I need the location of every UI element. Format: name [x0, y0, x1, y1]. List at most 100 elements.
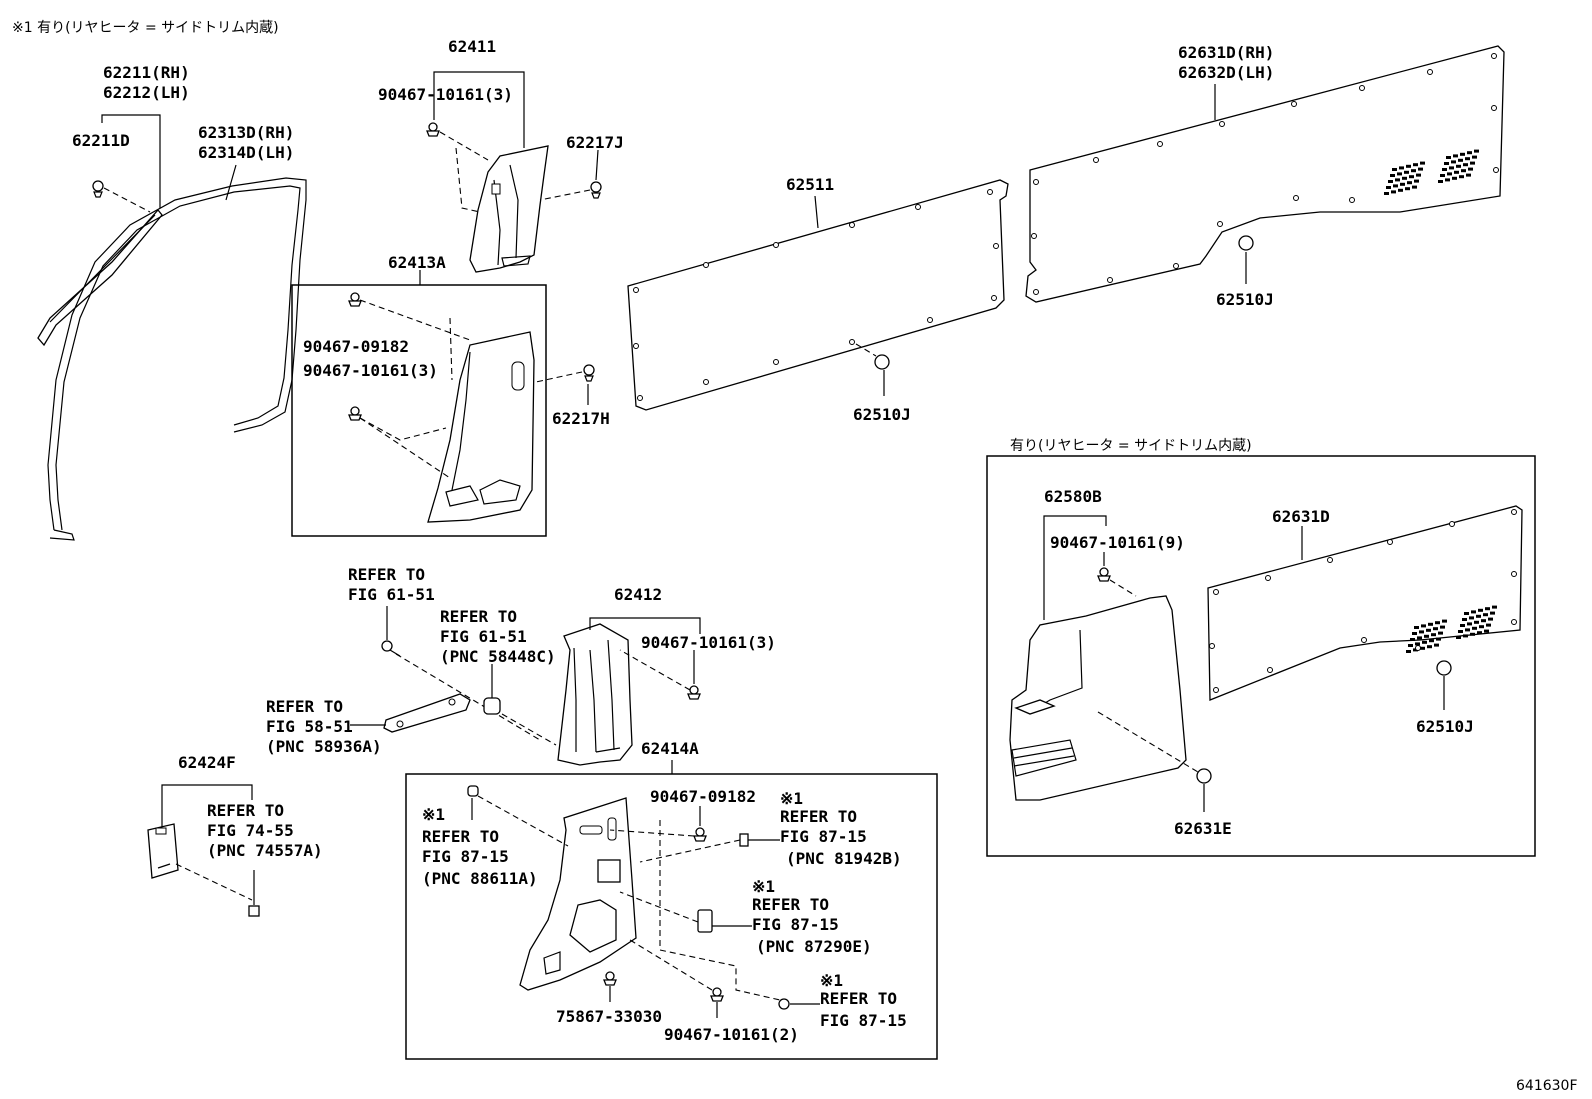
vent-slot [1478, 608, 1483, 612]
door-opening-trim-weatherstrip[interactable] [47, 177, 307, 541]
vent-slot [1428, 622, 1433, 626]
label-ref3-line2: FIG 58-51 [266, 717, 353, 736]
vent-slot [1407, 181, 1412, 185]
quarter-pillar-garnish[interactable] [557, 623, 633, 766]
label-ref8-line1: REFER TO [820, 989, 897, 1008]
vent-slot [1471, 610, 1476, 614]
vent-slot [1434, 643, 1439, 647]
refer-part-bushing[interactable] [483, 697, 501, 715]
cover-62424F[interactable] [147, 823, 179, 879]
clip-62211D[interactable] [92, 180, 104, 198]
vent-slot [1417, 636, 1422, 640]
mounting-hole [1511, 571, 1517, 577]
mounting-hole [703, 262, 709, 268]
label-screw-90467-10161-a: 90467-10161(3) [378, 85, 513, 104]
label-ref2-line3: (PNC 58448C) [440, 647, 556, 666]
leader-62411 [433, 71, 525, 148]
label-62414A: 62414A [641, 739, 699, 758]
vent-slot [1413, 648, 1418, 652]
rear-heater-duct-cover[interactable] [1009, 595, 1187, 801]
screw-90467-10161-a[interactable] [426, 122, 440, 137]
quarter-pillar-lower-garnish[interactable] [519, 797, 637, 991]
vent-slot [1468, 167, 1473, 171]
quarter-trim-panel[interactable] [627, 179, 1009, 411]
screw-90467-09182-a[interactable] [348, 292, 362, 307]
vent-slot [1490, 611, 1495, 615]
vent-slot [1442, 619, 1447, 623]
label-62631D-rh: 62631D(RH) [1178, 43, 1274, 62]
vent-slot [1438, 631, 1443, 635]
vent-slot [1414, 626, 1419, 629]
vent-slot [1438, 180, 1443, 183]
vent-slot [1453, 154, 1458, 158]
box-62413A [291, 284, 547, 537]
clip-62217J[interactable] [590, 181, 602, 199]
vent-slot [1391, 190, 1396, 194]
vent-slot [1424, 634, 1429, 638]
vent-slot [1449, 166, 1454, 170]
refer-part-74557A[interactable] [248, 905, 260, 917]
screw-90467-10161-e[interactable] [1097, 567, 1111, 582]
center-pillar-lower-garnish[interactable] [427, 331, 535, 523]
vent-slot [1462, 618, 1467, 621]
screw-90467-09182-b[interactable] [693, 827, 707, 842]
clip-62631E[interactable] [1196, 768, 1212, 784]
mounting-hole [1427, 69, 1433, 75]
label-ref4-line2: FIG 74-55 [207, 821, 294, 840]
vent-slot [1488, 617, 1493, 621]
label-screw-90467-09182-b: 90467-09182 [650, 787, 756, 806]
label-62510J-b: 62510J [1216, 290, 1274, 309]
vent-slot [1408, 644, 1413, 647]
rear-side-trim-panel-heater[interactable] [1207, 505, 1523, 701]
vent-slot [1463, 163, 1468, 167]
mounting-hole [1173, 263, 1179, 269]
label-ref5-line2: FIG 87-15 [422, 847, 509, 866]
mounting-hole [1033, 179, 1039, 185]
screw-90467-10161-d[interactable] [710, 987, 724, 1002]
label-screw-90467-10161-d: 90467-10161(2) [664, 1025, 799, 1044]
screw-75867-33030[interactable] [603, 971, 617, 986]
screw-90467-10161-c[interactable] [687, 685, 701, 700]
clip-62510J-a[interactable] [874, 354, 890, 370]
vent-slots [1384, 149, 1479, 195]
vent-slot [1406, 650, 1411, 653]
vent-slot [1397, 172, 1402, 176]
refer-part-88611A[interactable] [467, 785, 479, 797]
vent-slot [1474, 620, 1479, 624]
vent-slot [1456, 164, 1461, 168]
mounting-hole [1293, 195, 1299, 201]
label-62413A: 62413A [388, 253, 446, 272]
rear-side-trim-panel[interactable] [1025, 45, 1505, 303]
refer-part-bolt[interactable] [381, 640, 401, 657]
mounting-hole [1491, 53, 1497, 59]
label-ref7-line1: REFER TO [752, 895, 829, 914]
vent-slot [1470, 632, 1475, 636]
mounting-hole [991, 295, 997, 301]
clip-62217H[interactable] [583, 364, 595, 382]
vent-slot [1412, 632, 1417, 635]
vent-slot [1467, 622, 1472, 626]
vent-slot [1476, 614, 1481, 618]
clip-62510J-c[interactable] [1436, 660, 1452, 676]
vent-slot [1420, 646, 1425, 650]
clip-62510J-b[interactable] [1238, 235, 1254, 251]
note-rear-heater: ※1 有り(リヤヒータ = サイドトリム内蔵) [12, 20, 279, 36]
refer-part-87-15-clip[interactable] [778, 998, 790, 1010]
vent-slot [1470, 161, 1475, 165]
refer-part-87290E[interactable] [697, 909, 713, 933]
front-pillar-garnish[interactable] [37, 208, 163, 347]
center-pillar-upper-garnish[interactable] [469, 145, 549, 273]
vent-slot [1402, 176, 1407, 180]
label-ref2-line1: REFER TO [440, 607, 517, 626]
mounting-hole [1265, 575, 1271, 581]
vent-slot [1435, 621, 1440, 625]
screw-90467-10161-b[interactable] [348, 406, 362, 421]
vent-slot [1409, 175, 1414, 179]
vent-slot [1465, 628, 1470, 632]
refer-part-seatbelt-anchor[interactable] [383, 693, 471, 733]
mounting-hole [773, 359, 779, 365]
mounting-hole [1359, 85, 1365, 91]
refer-part-81942B[interactable] [739, 833, 749, 847]
vent-slot [1469, 616, 1474, 620]
